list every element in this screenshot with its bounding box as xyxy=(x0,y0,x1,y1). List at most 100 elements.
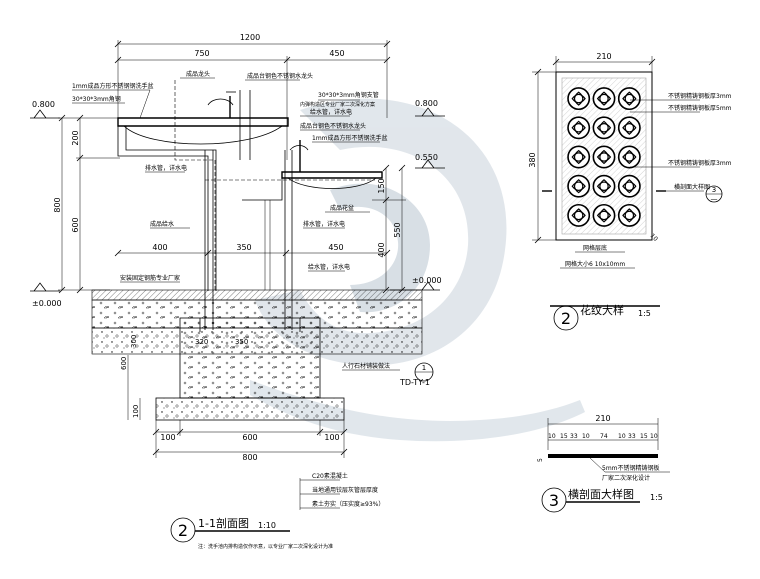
level-zero-right: ±0.000 xyxy=(412,276,442,285)
note-19: 素土夯实（压实度≥93%） xyxy=(312,500,384,508)
dim-f600v: 600 xyxy=(120,357,128,370)
dim-f320: 320 xyxy=(195,338,208,346)
note-11: 成品花盆 xyxy=(330,204,354,212)
ornament-petal xyxy=(624,179,635,194)
note-1: 1mm成品方形不锈钢钢洗手盆 xyxy=(72,82,154,90)
dim-overall: 1200 xyxy=(240,33,260,42)
ornament-petal xyxy=(599,208,609,223)
pattern-width: 210 xyxy=(596,52,611,61)
ornament-ring xyxy=(567,145,591,169)
note-4: 成品台钢色不锈钢水龙头 xyxy=(247,72,313,80)
dim-f100v: 100 xyxy=(132,405,140,418)
dim-f300: 300 xyxy=(130,335,138,348)
cross-title-circle xyxy=(541,487,567,513)
ornament-petal xyxy=(573,179,584,194)
cross-note-1: 5mm不锈钢精铸钢板 xyxy=(602,464,660,472)
dim-350: 350 xyxy=(236,243,251,252)
section-scale: 1:10 xyxy=(258,521,276,530)
title-circle-1 xyxy=(170,517,196,543)
dim-400v: 400 xyxy=(377,242,386,257)
note-17: C20素混凝土 xyxy=(312,472,348,480)
cross-d5: 74 xyxy=(600,433,608,440)
ornament-petal xyxy=(573,149,584,165)
dim-450-mid: 450 xyxy=(328,243,343,252)
cross-d3: 33 xyxy=(570,433,578,440)
cross-d8: 15 xyxy=(640,433,648,440)
note-5: 30*30*3mm角钢支管 xyxy=(318,91,379,99)
cross-scale: 1:5 xyxy=(650,493,663,502)
ornament-petal xyxy=(573,208,584,223)
pattern-callout-num: 3 xyxy=(712,186,716,194)
note-18: 当地通用铰层灰管层厚度 xyxy=(312,486,378,494)
note-16: 人行石材铺装做法 xyxy=(342,362,390,370)
ornament-ring xyxy=(617,203,641,227)
cross-d2: 15 xyxy=(560,433,568,440)
ornament-ring xyxy=(567,174,591,198)
ornament-petal xyxy=(599,179,609,194)
level-top-left: 0.800 xyxy=(32,100,55,109)
dim-600: 600 xyxy=(71,217,80,232)
dim-f100a: 100 xyxy=(160,433,175,442)
pattern-scale: 1:5 xyxy=(638,309,651,318)
cross-title-num: 3 xyxy=(549,491,559,510)
cross-d9: 10 xyxy=(650,433,658,440)
note-10: 排水管，详水电 xyxy=(145,164,187,172)
note-3: 成品龙头 xyxy=(186,70,210,78)
cross-plate xyxy=(548,454,658,458)
ornament-ring xyxy=(617,116,641,140)
dim-800: 800 xyxy=(53,197,62,212)
ornament-ring xyxy=(567,87,591,111)
pattern-title-num: 2 xyxy=(561,309,571,328)
dim-550: 550 xyxy=(393,222,402,237)
note-2: 30*30*3mm角钢 xyxy=(72,95,121,103)
ornament-petal xyxy=(624,149,635,165)
dim-750: 750 xyxy=(194,49,209,58)
cross-note-2: 厂家二次深化设计 xyxy=(602,474,650,482)
title-num-1: 2 xyxy=(178,521,188,540)
section-title: 1-1剖面图 xyxy=(198,516,249,530)
dim-f800: 800 xyxy=(242,453,257,462)
watermark-logo xyxy=(250,98,585,442)
ornament-ring xyxy=(592,174,616,198)
ornament-ring xyxy=(617,145,641,169)
pattern-note-1: 不锈钢精铸钢板厚3mm xyxy=(668,92,732,100)
ornament-ring xyxy=(592,87,616,111)
note-6: 内弹构造区专业厂家二次深化方案 xyxy=(300,101,375,108)
ornament-petal xyxy=(624,208,635,223)
ornament-ring xyxy=(592,203,616,227)
note-8: 成品台钢色不锈钢水龙头 xyxy=(300,122,366,130)
level-top-right: 0.800 xyxy=(415,99,438,108)
ornament-ring xyxy=(567,203,591,227)
ornament-petal xyxy=(599,120,609,135)
note-7: 给水管，详水电 xyxy=(310,108,352,116)
pattern-note-2: 不锈钢精铸钢板厚5mm xyxy=(668,104,732,112)
ornament-petal xyxy=(624,120,635,135)
level-mid-right: 0.550 xyxy=(415,153,438,162)
dim-f100b: 100 xyxy=(324,433,339,442)
pattern-note-6: 网格大小6 10x10mm xyxy=(565,260,625,268)
dim-200: 200 xyxy=(71,130,80,145)
dim-f350: 350 xyxy=(235,338,248,346)
dim-f600: 600 xyxy=(242,433,257,442)
cross-side: 5 xyxy=(537,458,544,462)
ornament-ring xyxy=(567,116,591,140)
pattern-note-5: 网格层底 xyxy=(583,244,607,252)
ornament-petal xyxy=(599,149,609,165)
note-15: 安装固定钢筋专业厂家 xyxy=(120,274,180,282)
note-12: 排水管，详水电 xyxy=(303,220,345,228)
ornament-ring xyxy=(592,145,616,169)
pattern-note-4: 横剖面大样图 xyxy=(674,183,710,191)
ornament-petal xyxy=(599,91,609,106)
dim-150: 150 xyxy=(377,178,386,193)
pattern-note-3: 不锈钢精铸钢板厚3mm xyxy=(668,159,732,167)
pattern-note-7: 10 xyxy=(649,232,659,242)
dim-450-top: 450 xyxy=(329,49,344,58)
pattern-callout-sub: — xyxy=(711,195,718,203)
cross-total: 210 xyxy=(595,414,610,423)
pattern-ornament xyxy=(567,87,641,227)
cross-d4: 10 xyxy=(582,433,590,440)
ornament-ring xyxy=(592,116,616,140)
cross-d7: 33 xyxy=(628,433,636,440)
